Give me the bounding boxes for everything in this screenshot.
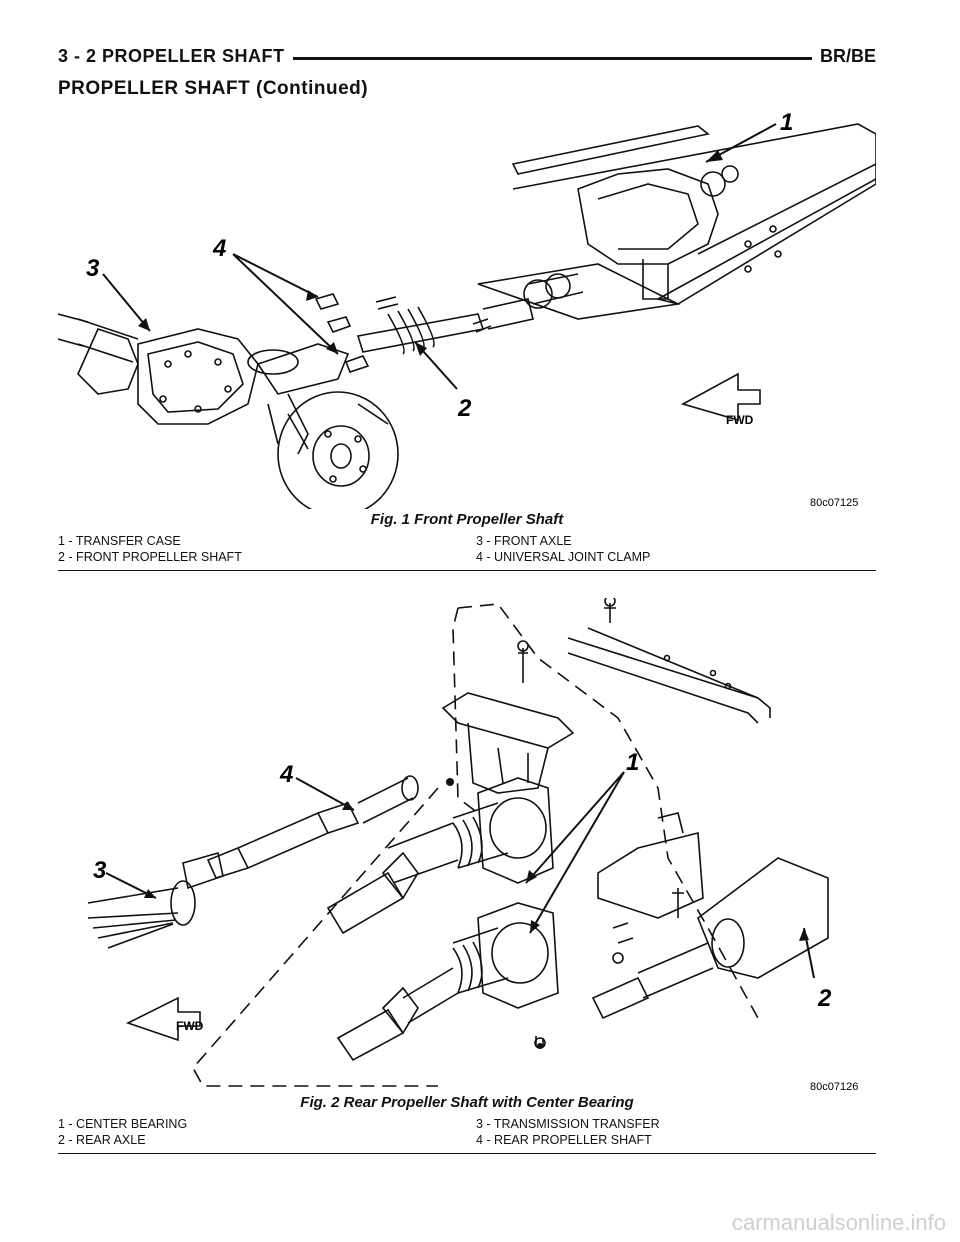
legend-item: 4 - UNIVERSAL JOINT CLAMP [476,550,651,564]
callout-3: 3 [86,255,100,282]
header-rule [58,57,876,60]
rear-propeller-shaft-illustration: 1 2 3 4 FWD 80c07126 [87,598,858,1092]
legend-item: 4 - REAR PROPELLER SHAFT [476,1133,652,1147]
header-model: BR/BE [811,46,876,67]
fwd-label: FWD [726,413,754,427]
fwd-label: FWD [176,1019,204,1033]
callout-4: 4 [212,235,226,262]
figure-rule [58,1153,876,1154]
front-propeller-shaft-illustration: 1 2 3 4 FWD 80c07125 [58,109,876,509]
figure-2: 1 2 3 4 FWD 80c07126 Fig. 2 Rear Propell… [58,598,876,1154]
callout-2: 2 [457,395,472,422]
figure-id: 80c07125 [810,497,858,509]
figure-legend: 1 - CENTER BEARING 3 - TRANSMISSION TRAN… [58,1117,876,1147]
legend-item: 1 - TRANSFER CASE [58,534,181,548]
page-header: 3 - 2 PROPELLER SHAFT BR/BE [58,46,876,74]
callout-1: 1 [626,749,639,776]
figure-legend: 1 - TRANSFER CASE 3 - FRONT AXLE 2 - FRO… [58,534,876,564]
section-title: PROPELLER SHAFT (Continued) [58,78,369,99]
figure-caption: Fig. 2 Rear Propeller Shaft with Center … [300,1094,634,1111]
figure-id: 80c07126 [810,1081,858,1092]
legend-item: 2 - FRONT PROPELLER SHAFT [58,550,242,564]
header-section: 3 - 2 PROPELLER SHAFT [58,46,293,67]
legend-item: 3 - TRANSMISSION TRANSFER [476,1117,660,1131]
callout-3: 3 [93,857,107,884]
figure-1: 1 2 3 4 FWD 80c07125 Fig. 1 Front Propel… [58,104,876,571]
legend-item: 3 - FRONT AXLE [476,534,572,548]
callout-4: 4 [279,761,293,788]
callout-1: 1 [780,109,793,136]
legend-item: 1 - CENTER BEARING [58,1117,188,1131]
watermark: carmanualsonline.info [731,1210,946,1235]
figure-rule [58,570,876,571]
figure-caption: Fig. 1 Front Propeller Shaft [370,511,564,528]
legend-item: 2 - REAR AXLE [58,1133,146,1147]
callout-2: 2 [817,985,832,1012]
